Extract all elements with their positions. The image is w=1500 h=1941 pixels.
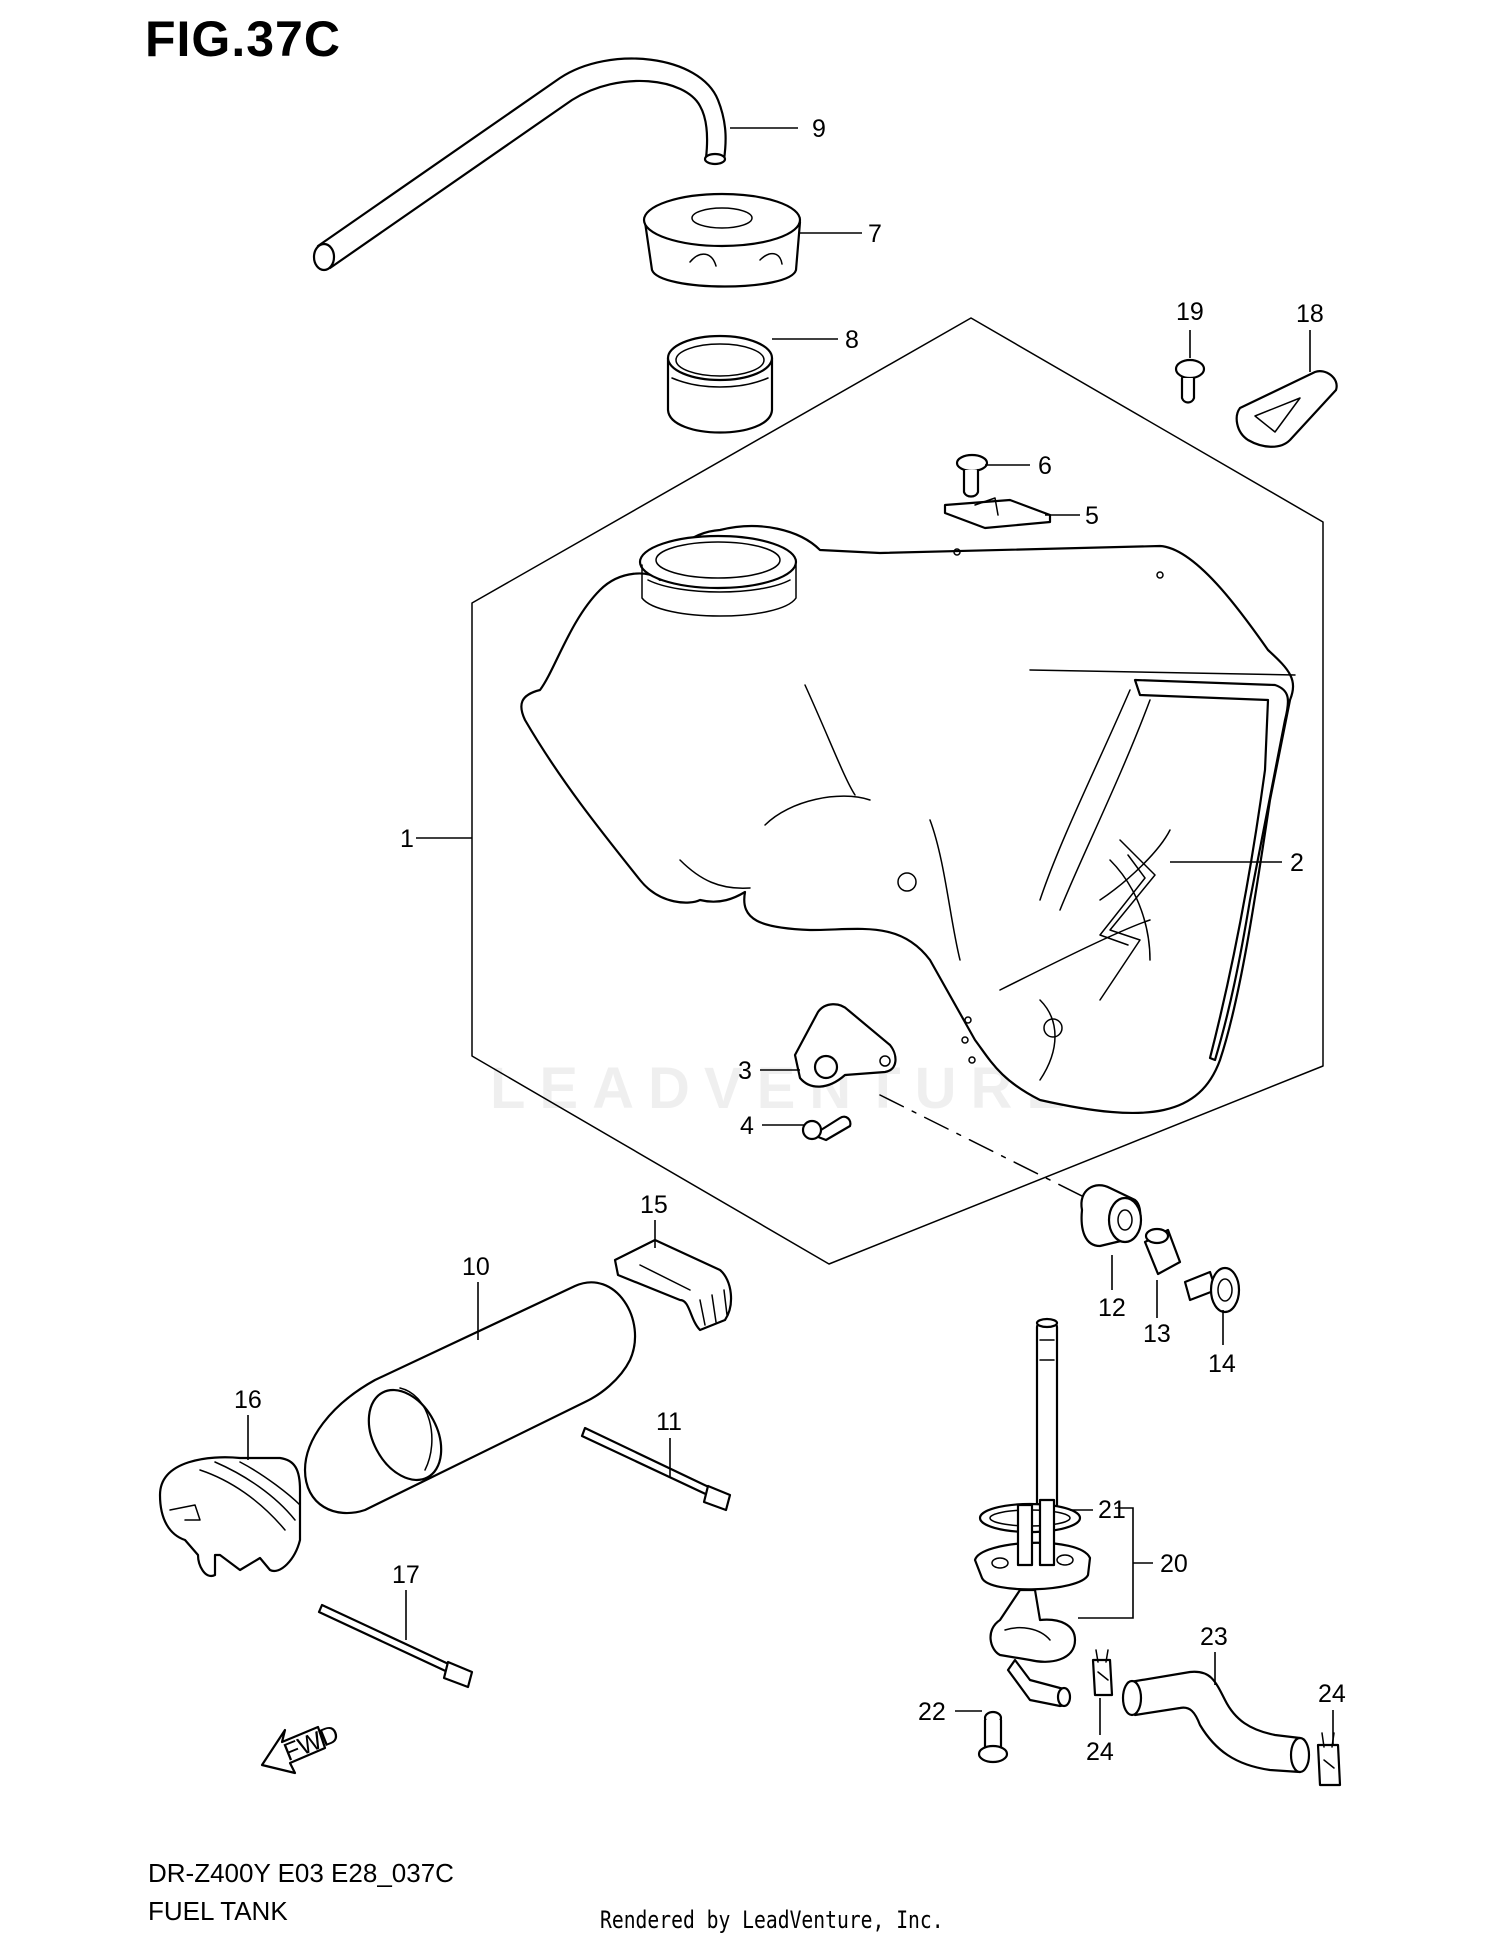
cable-tie-11-drawing — [580, 1426, 732, 1512]
strap-hook-drawing — [1235, 370, 1338, 448]
callout-3: 3 — [738, 1057, 752, 1085]
callout-20: 20 — [1160, 1550, 1188, 1578]
callout-23: 23 — [1200, 1623, 1228, 1651]
callout-13: 13 — [1143, 1320, 1171, 1348]
callout-14: 14 — [1208, 1350, 1236, 1378]
tank-stripe-drawing — [1099, 678, 1290, 1062]
callout-21: 21 — [1098, 1496, 1126, 1524]
assembly-boundary — [471, 317, 1324, 1265]
callout-24-left: 24 — [1086, 1738, 1114, 1766]
mounting-bracket-drawing — [793, 1003, 897, 1142]
model-code: DR-Z400Y E03 E28_037C — [148, 1858, 454, 1888]
figure-title: FIG.37C — [145, 11, 341, 67]
callout-18: 18 — [1296, 300, 1324, 328]
callout-10: 10 — [462, 1253, 490, 1281]
callout-9: 9 — [812, 115, 826, 143]
leader-lines — [247, 127, 1334, 1745]
callout-11: 11 — [656, 1408, 682, 1436]
callout-12: 12 — [1098, 1294, 1126, 1322]
callout-labels: 9 7 8 19 18 6 5 1 2 3 4 15 10 16 11 17 1… — [234, 115, 1346, 1766]
screw-22-drawing — [977, 1710, 1009, 1764]
callout-4: 4 — [740, 1112, 754, 1140]
fuel-tank-drawing — [520, 524, 1296, 1115]
callout-1: 1 — [400, 825, 414, 853]
alignment-line — [879, 1094, 1091, 1201]
cushion-collar-bolt-drawing — [1080, 1184, 1241, 1314]
hose-clip-24b-drawing — [1316, 1732, 1342, 1787]
callout-7: 7 — [868, 220, 882, 248]
callout-19: 19 — [1176, 298, 1204, 326]
callout-2: 2 — [1290, 849, 1304, 877]
callout-5: 5 — [1085, 502, 1099, 530]
screw-19-drawing — [1174, 358, 1206, 404]
callout-15: 15 — [640, 1191, 668, 1219]
callout-6: 6 — [1038, 452, 1052, 480]
fuel-cap-drawing — [642, 192, 802, 288]
callout-24-right: 24 — [1318, 1680, 1346, 1708]
callout-22: 22 — [918, 1698, 946, 1726]
fuel-cock-drawing — [973, 1317, 1092, 1708]
watermark: LEADVENTURE — [490, 1056, 1080, 1121]
cushion-16-drawing — [158, 1456, 302, 1578]
fuel-hose-drawing — [1121, 1670, 1311, 1774]
fwd-label: FWD — [280, 1720, 343, 1767]
callout-17: 17 — [392, 1561, 420, 1589]
render-credit: Rendered by LeadVenture, Inc. — [600, 1906, 944, 1934]
cable-tie-17-drawing — [317, 1603, 474, 1689]
assembly-name: FUEL TANK — [148, 1896, 288, 1926]
hose-clip-24a-drawing — [1091, 1649, 1114, 1697]
breather-hose-drawing — [312, 57, 727, 272]
heat-shield-drawing — [303, 1281, 636, 1515]
filler-ring-drawing — [666, 334, 774, 434]
callout-16: 16 — [234, 1386, 262, 1414]
clamp-15-drawing — [613, 1238, 733, 1332]
bracket-5-drawing — [943, 453, 1052, 530]
callout-8: 8 — [845, 326, 859, 354]
fwd-direction-arrow: FWD — [260, 1720, 343, 1775]
